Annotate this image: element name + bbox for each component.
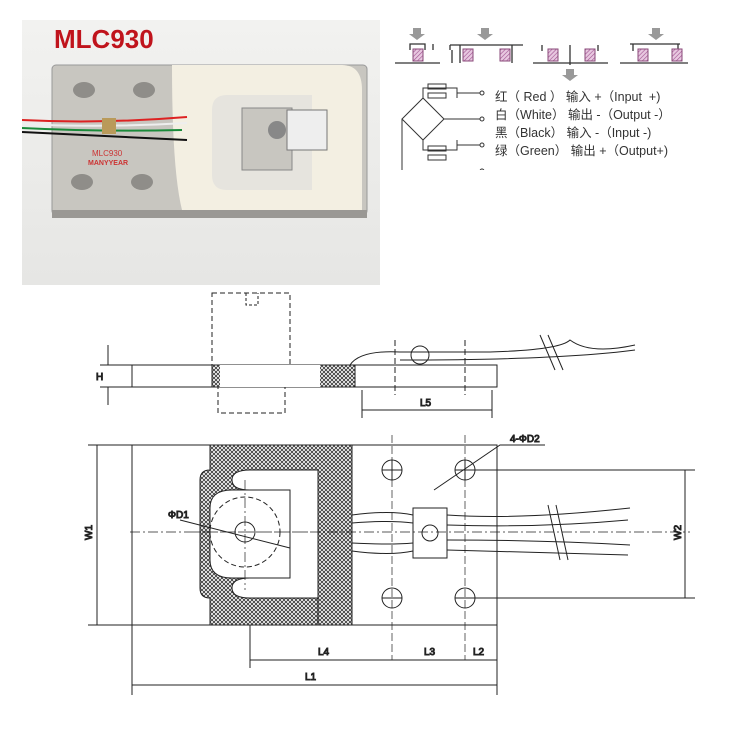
dim-W1: W1 (84, 525, 95, 540)
brand-label: MANYYEAR (88, 160, 128, 167)
dim-L5: L5 (420, 398, 432, 409)
product-photo: MLC930 MLC930 MANYYEAR (21, 20, 380, 285)
dim-L2: L2 (473, 647, 485, 658)
dim-W2: W2 (673, 525, 684, 540)
wiring-diagram: 红（ Red ） 输入 +（Input +) 白（White） 输出 -（Out… (390, 20, 750, 170)
dimension-drawing: H L5 4-ΦD2 ΦD1 W1 W2 L4 L3 L2 L1 (84, 292, 695, 695)
dim-D2: 4-ΦD2 (510, 434, 540, 445)
bridge-schematic (395, 28, 688, 170)
dim-L1: L1 (305, 672, 317, 683)
wire-row-green: 绿（Green） 输出 +（Output+) (495, 144, 669, 158)
dim-D1: ΦD1 (168, 510, 189, 521)
wire-row-white: 白（White） 输出 -（Output -） (495, 108, 671, 122)
wire-row-red: 红（ Red ） 输入 +（Input +) (495, 90, 661, 104)
dim-H: H (96, 372, 103, 383)
dim-L4: L4 (318, 647, 330, 658)
load-cell-photo: MLC930 MANYYEAR (21, 64, 368, 218)
model-label: MLC930 (92, 149, 123, 158)
wire-row-black: 黑（Black） 输入 -（Input -) (495, 126, 652, 140)
product-title: MLC930 (54, 24, 154, 54)
dim-L3: L3 (424, 647, 436, 658)
